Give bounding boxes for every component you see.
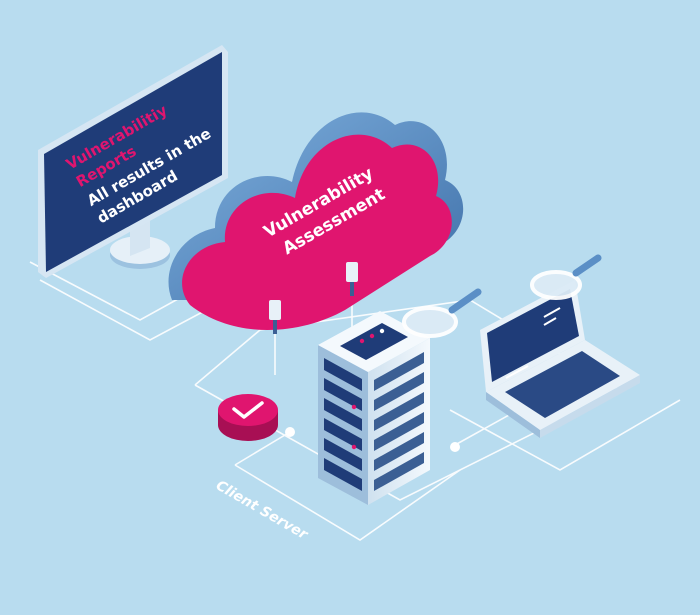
vulnerability-assessment-cloud: Vulnerability Assessment — [168, 112, 464, 334]
laptop-screen — [487, 289, 579, 382]
magnifier-icon — [402, 288, 482, 338]
check-button[interactable] — [218, 394, 278, 441]
monitor-screen — [44, 52, 222, 272]
monitor: Vulnerabilitiy Reports All results in th… — [38, 45, 228, 278]
checkmark-icon — [232, 401, 264, 419]
magnifier-icon — [530, 254, 602, 300]
laptop — [480, 280, 640, 438]
network-node — [285, 427, 295, 437]
network-node — [450, 442, 460, 452]
